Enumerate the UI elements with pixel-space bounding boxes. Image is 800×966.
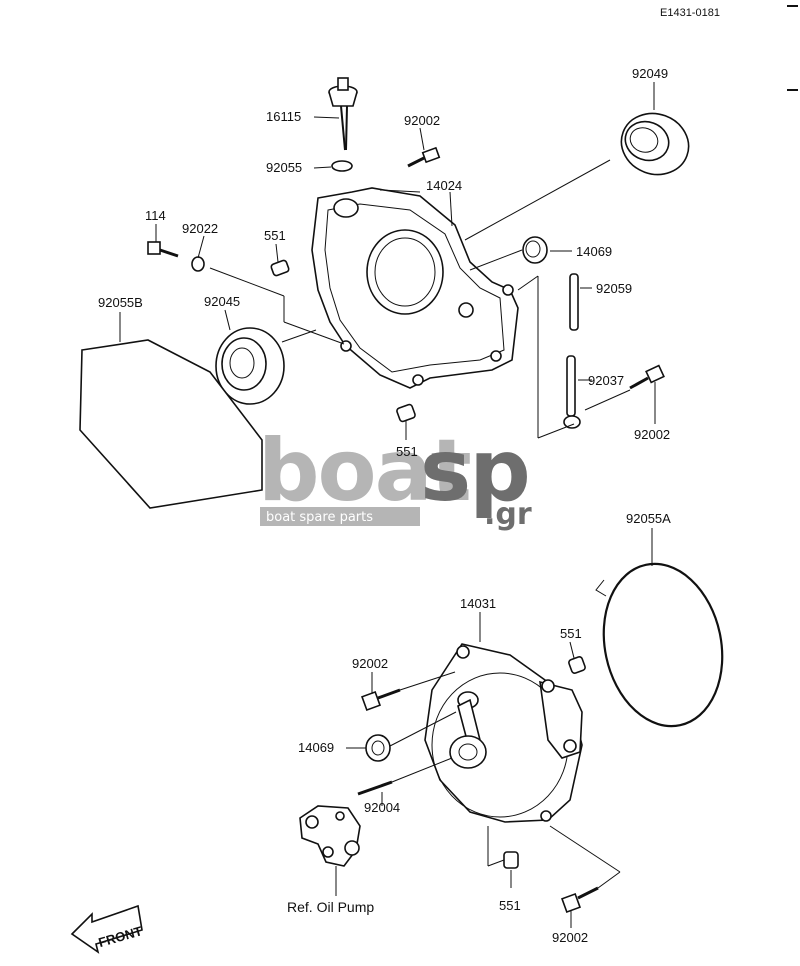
dowel-pin-bottom: [503, 851, 519, 869]
oring-small: [331, 160, 353, 172]
pin: [569, 273, 579, 331]
watermark-brand-accent: sp: [420, 421, 529, 521]
cap-top: [522, 236, 548, 264]
label-551-low: 551: [560, 626, 582, 641]
label-92059: 92059: [596, 281, 632, 296]
label-14069-top: 14069: [576, 244, 612, 259]
front-arrow: FRONT: [70, 904, 144, 954]
watermark-brand-main: boat: [258, 421, 471, 521]
label-14069-low: 14069: [298, 740, 334, 755]
oil-seal: [620, 112, 690, 176]
bolt-114: [147, 241, 179, 258]
cap-low: [365, 734, 391, 762]
bolt-bottom: [561, 886, 599, 913]
watermark-tagline: boat spare parts: [266, 510, 373, 525]
stud: [357, 780, 393, 796]
label-551-top: 551: [264, 228, 286, 243]
label-551-mid: 551: [396, 444, 418, 459]
dowel-pin-mid: [396, 403, 416, 423]
label-92049: 92049: [632, 66, 668, 81]
label-92004: 92004: [364, 800, 400, 815]
watermark: boat sp .gr boat spare parts: [258, 421, 532, 532]
cover-lower: [424, 643, 583, 823]
label-92022: 92022: [182, 221, 218, 236]
label-92055B: 92055B: [98, 295, 143, 310]
rod: [563, 355, 581, 429]
part-labels: 16115 92002 92055 14024 92049 114 92022 …: [98, 66, 671, 945]
leader-lines-upper: [119, 82, 656, 440]
filler-cap-dipstick: [328, 77, 358, 151]
oil-pump: [299, 805, 361, 867]
watermark-domain: .gr: [484, 497, 532, 532]
watermark-tagline-bg: [260, 507, 420, 526]
ball-bearing: [215, 327, 285, 405]
leader-lines-lower: [335, 528, 653, 928]
label-92002-top: 92002: [404, 113, 440, 128]
oring-large: [595, 562, 724, 728]
cover-upper: [311, 187, 519, 389]
label-551-bottom: 551: [499, 898, 521, 913]
bolt-right: [629, 364, 665, 390]
label-92055A: 92055A: [626, 511, 671, 526]
label-14024: 14024: [426, 178, 462, 193]
bolt-left: [361, 688, 401, 711]
dowel-pin-top: [270, 259, 290, 277]
label-ref-oil-pump: Ref. Oil Pump: [287, 899, 374, 915]
label-14031: 14031: [460, 596, 496, 611]
washer: [191, 256, 205, 272]
bolt-top: [407, 146, 441, 168]
diagram-code: E1431-0181: [660, 7, 720, 19]
label-92002-left: 92002: [352, 656, 388, 671]
dowel-pin-low: [568, 656, 586, 674]
label-16115: 16115: [266, 109, 301, 124]
label-92002-right: 92002: [634, 427, 670, 442]
label-92037: 92037: [588, 373, 624, 388]
label-92045: 92045: [204, 294, 240, 309]
label-114: 114: [145, 208, 166, 223]
label-92055: 92055: [266, 160, 302, 175]
label-92002-bottom: 92002: [552, 930, 588, 945]
gasket-b: [79, 339, 263, 509]
